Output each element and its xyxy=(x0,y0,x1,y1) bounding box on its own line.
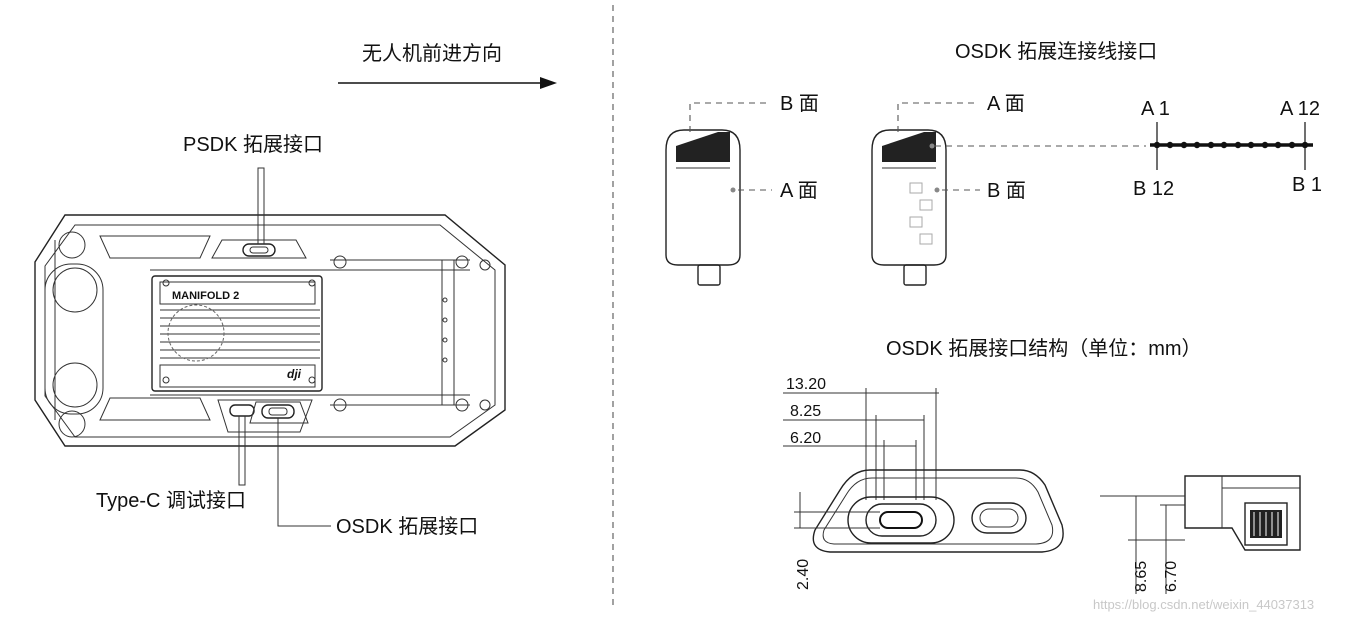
plug-1 xyxy=(665,129,741,286)
typec-leader xyxy=(238,416,246,486)
plug-2-top-leader xyxy=(897,102,977,132)
dim-8-65: 8.65 xyxy=(1133,561,1150,592)
plug-2-side-face: B 面 xyxy=(987,180,1026,202)
psdk-label: PSDK 拓展接口 xyxy=(183,133,323,156)
dim-6-70: 6.70 xyxy=(1163,561,1180,592)
osdk-port-label: OSDK 拓展接口 xyxy=(336,515,478,538)
drone-bottom-view xyxy=(34,214,506,447)
direction-label: 无人机前进方向 xyxy=(362,42,502,65)
osdk-leader xyxy=(277,418,331,527)
structure-title: OSDK 拓展接口结构（单位：mm） xyxy=(886,337,1202,360)
plug-2 xyxy=(871,129,947,286)
dji-logo: dji xyxy=(287,367,302,381)
psdk-port xyxy=(211,239,307,259)
pin-row xyxy=(1150,122,1313,170)
plug-1-top-leader xyxy=(689,102,770,132)
plug-1-side-face: A 面 xyxy=(780,180,818,202)
port-recess-outline xyxy=(217,399,313,433)
typec-port xyxy=(229,404,255,417)
pin-label-b12: B 12 xyxy=(1133,178,1174,200)
osdk-port xyxy=(249,401,309,424)
plug-2-top-face: A 面 xyxy=(987,93,1025,115)
typec-label: Type-C 调试接口 xyxy=(96,489,246,512)
pin-label-a12: A 12 xyxy=(1280,98,1320,120)
dim-8-25: 8.25 xyxy=(790,403,821,420)
plug-1-top-face: B 面 xyxy=(780,93,819,115)
osdk-plate-front xyxy=(812,469,1064,553)
direction-arrow xyxy=(338,77,557,89)
pin-label-a1: A 1 xyxy=(1141,98,1170,120)
osdk-plate-side xyxy=(1184,475,1301,551)
cable-title: OSDK 拓展连接线接口 xyxy=(955,40,1157,63)
psdk-leader xyxy=(257,167,265,244)
dim-2-40: 2.40 xyxy=(795,559,812,590)
pin-label-b1: B 1 xyxy=(1292,174,1322,196)
dim-13-20: 13.20 xyxy=(786,376,826,393)
dim-6-20: 6.20 xyxy=(790,430,821,447)
dim-2-40-line xyxy=(794,492,880,529)
watermark: https://blog.csdn.net/weixin_44037313 xyxy=(1093,597,1314,612)
dim-side-lines xyxy=(1100,495,1185,594)
manifold-brand-text: MANIFOLD 2 xyxy=(172,290,239,302)
manifold-module: MANIFOLD 2 dji xyxy=(151,275,323,392)
